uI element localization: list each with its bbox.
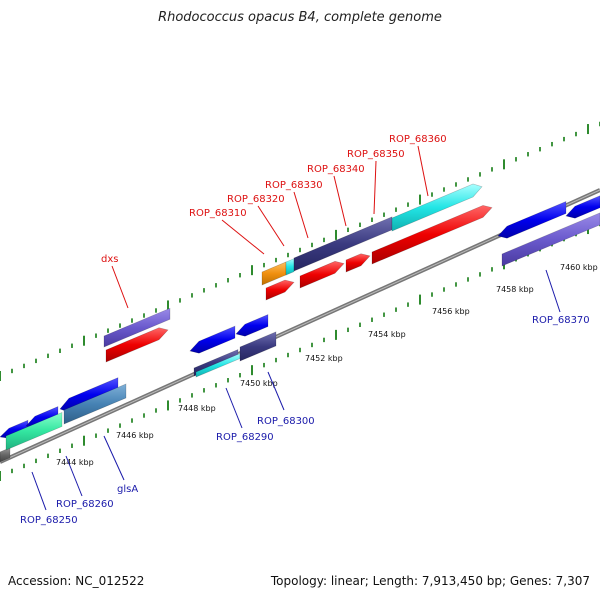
label-leader-line <box>293 191 309 239</box>
map-title: Rhodococcus opacus B4, complete genome <box>158 10 442 25</box>
scale-tick-label: 7448 kbp <box>178 404 216 413</box>
gene-dxs <box>105 327 169 363</box>
scale-tick-label: 7444 kbp <box>56 458 94 467</box>
scale-tick-label: 7460 kbp <box>560 263 598 272</box>
gene-label-bottom: ROP_68290 <box>216 432 274 443</box>
gene-rop68260 <box>5 412 63 451</box>
gene-red-1 <box>265 279 295 301</box>
gene-label-top: ROP_68340 <box>307 164 365 175</box>
gene-red-4 <box>371 205 493 265</box>
gene-block-right-2 <box>565 195 600 219</box>
label-leader-line <box>103 435 125 481</box>
gene-label-top: ROP_68350 <box>347 149 405 160</box>
accession-text: Accession: NC_012522 <box>8 574 145 588</box>
gene-rop68370 <box>501 212 600 267</box>
label-leader-line <box>267 371 285 411</box>
label-leader-line <box>225 387 243 429</box>
gene-label-bottom: ROP_68370 <box>532 315 590 326</box>
gene-label-top: ROP_68310 <box>189 208 247 219</box>
gene-rop68300 <box>239 331 277 362</box>
label-leader-line <box>333 175 347 227</box>
genome-summary-text: Topology: linear; Length: 7,913,450 bp; … <box>270 574 590 588</box>
label-leader-line <box>65 455 83 497</box>
scale-tick-label: 7454 kbp <box>368 330 406 339</box>
gene-label-top: ROP_68360 <box>389 134 447 145</box>
gene-red-3 <box>345 253 371 273</box>
scale-tick-label: 7458 kbp <box>496 285 534 294</box>
label-leader-line <box>417 145 429 197</box>
gene-label-bottom: ROP_68250 <box>20 515 78 526</box>
upper-scale-track <box>0 121 600 381</box>
gene-rop68360 <box>391 183 483 232</box>
label-leader-line <box>31 471 47 511</box>
gene-label-top: ROP_68320 <box>227 194 285 205</box>
label-leader-line <box>257 205 285 247</box>
gene-label-bottom: glsA <box>117 484 138 495</box>
scale-tick-label: 7452 kbp <box>305 354 343 363</box>
gene-label-bottom: ROP_68260 <box>56 499 114 510</box>
scale-tick-label: 7450 kbp <box>240 379 278 388</box>
gene-label-bottom: ROP_68300 <box>257 416 315 427</box>
label-leader-line <box>111 265 129 309</box>
label-leader-line <box>545 269 561 313</box>
gene-block-right-1 <box>497 200 567 239</box>
label-leader-line <box>373 160 377 215</box>
gene-block-mid-1 <box>189 325 236 354</box>
scale-tick-label: 7446 kbp <box>116 431 154 440</box>
gene-label-top: dxs <box>101 254 118 265</box>
label-leader-line <box>221 219 265 255</box>
gene-block-dxs-cluster <box>103 307 171 348</box>
scale-tick-label: 7456 kbp <box>432 307 470 316</box>
gene-block-mid-2 <box>235 314 269 337</box>
gene-label-top: ROP_68330 <box>265 180 323 191</box>
gene-glsA <box>63 383 127 425</box>
gene-rop68320 <box>285 258 295 276</box>
gene-red-2 <box>299 260 345 289</box>
gene-rop68330-68350 <box>293 216 393 272</box>
